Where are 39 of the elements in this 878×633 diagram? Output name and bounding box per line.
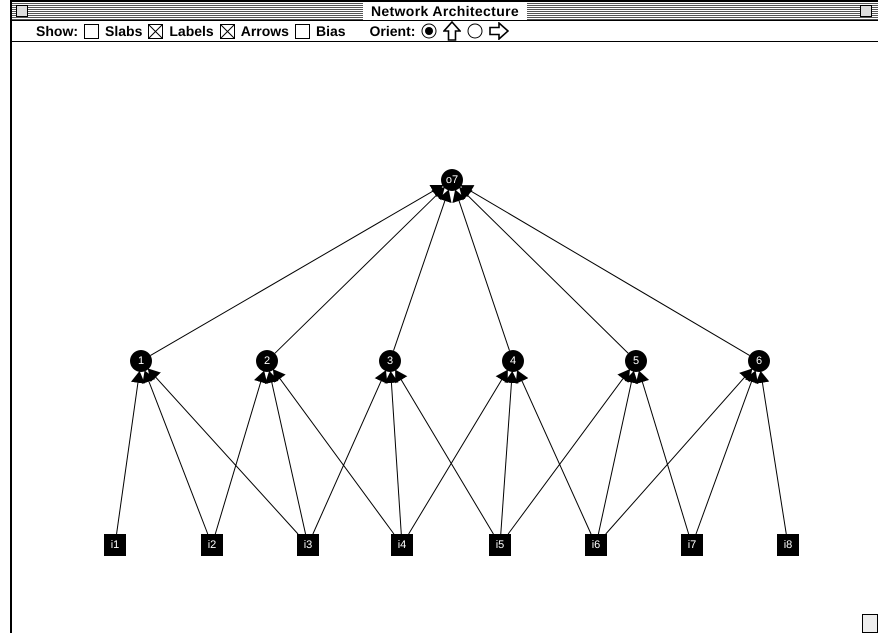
arrow — [459, 187, 629, 354]
arrow — [116, 370, 145, 534]
input-square: i8 — [777, 534, 799, 556]
arrow — [272, 369, 394, 534]
arrow — [395, 370, 494, 534]
arrow — [264, 370, 306, 534]
arrow — [408, 370, 508, 534]
arrow — [142, 370, 208, 534]
input-square: i7 — [681, 534, 703, 556]
input-square: i3 — [297, 534, 319, 556]
arrow — [636, 370, 690, 534]
toolbar-label: Orient: — [370, 22, 416, 40]
arrow — [500, 370, 518, 534]
arrow — [508, 369, 630, 534]
input-square: i5 — [489, 534, 511, 556]
checkbox-label: Slabs — [105, 22, 142, 40]
window-title: Network Architecture — [362, 2, 528, 20]
arrow — [460, 185, 750, 356]
arrow — [384, 370, 402, 534]
arrow — [696, 370, 758, 534]
checkbox-label: Arrows — [240, 22, 289, 40]
input-square: i2 — [201, 534, 223, 556]
input-square: i6 — [585, 534, 607, 556]
arrow — [598, 370, 638, 534]
arrow — [150, 185, 444, 356]
arrow — [274, 187, 445, 354]
arrow — [214, 370, 268, 534]
toolbar-label: Show: — [36, 22, 78, 40]
arrow — [312, 370, 388, 534]
input-square: i1 — [104, 534, 126, 556]
checkbox-label: Bias — [316, 22, 346, 40]
arrow — [452, 189, 510, 352]
checkbox-label: Labels — [169, 22, 214, 40]
arrow — [516, 370, 592, 534]
input-square: i4 — [391, 534, 413, 556]
arrow — [756, 370, 787, 534]
arrow — [605, 368, 752, 534]
arrow — [393, 189, 452, 352]
arrow — [148, 368, 299, 534]
